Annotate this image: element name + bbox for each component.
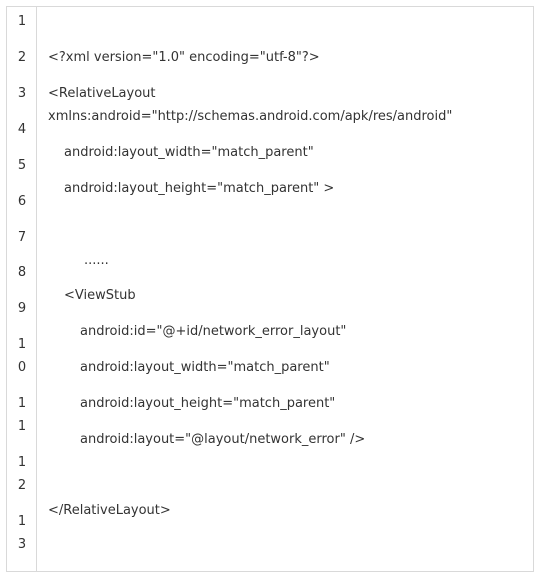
line-number: 0	[17, 360, 27, 375]
code-line-viewstub-height: android:layout_height="match_parent"	[80, 396, 336, 411]
line-number: 2	[17, 50, 27, 65]
code-line-layout-width: android:layout_width="match_parent"	[64, 145, 314, 160]
code-line-viewstub-layout: android:layout="@layout/network_error" /…	[80, 432, 366, 447]
line-number: 6	[17, 194, 27, 209]
code-line-viewstub-id: android:id="@+id/network_error_layout"	[80, 324, 347, 339]
line-number: 5	[17, 158, 27, 173]
code-line-relativelayout-open: <RelativeLayout	[48, 86, 156, 101]
code-line-xmlns: xmlns:android="http://schemas.android.co…	[48, 109, 453, 124]
code-line-ellipsis: ......	[84, 253, 109, 268]
line-number: 1	[17, 514, 27, 529]
code-line-viewstub-width: android:layout_width="match_parent"	[80, 360, 330, 375]
line-number: 7	[17, 230, 27, 245]
line-number: 1	[17, 14, 27, 29]
line-number: 4	[17, 122, 27, 137]
code-line-relativelayout-close: </RelativeLayout>	[48, 503, 171, 518]
code-line-xml-declaration: <?xml version="1.0" encoding="utf-8"?>	[48, 50, 320, 65]
line-number: 3	[17, 86, 27, 101]
code-line-layout-height: android:layout_height="match_parent" >	[64, 181, 335, 196]
line-number: 1	[17, 419, 27, 434]
line-number: 1	[17, 337, 27, 352]
line-number: 1	[17, 455, 27, 470]
line-number: 2	[17, 478, 27, 493]
line-number: 9	[17, 301, 27, 316]
code-block: 1 2 3 4 5 6 7 8 9 1 0 1 1 1 2 1 3 <?xml …	[6, 6, 534, 572]
code-line-viewstub-open: <ViewStub	[64, 288, 136, 303]
line-number: 8	[17, 265, 27, 280]
line-number: 1	[17, 396, 27, 411]
line-number-gutter: 1 2 3 4 5 6 7 8 9 1 0 1 1 1 2 1 3	[7, 7, 37, 571]
line-number: 3	[17, 537, 27, 552]
